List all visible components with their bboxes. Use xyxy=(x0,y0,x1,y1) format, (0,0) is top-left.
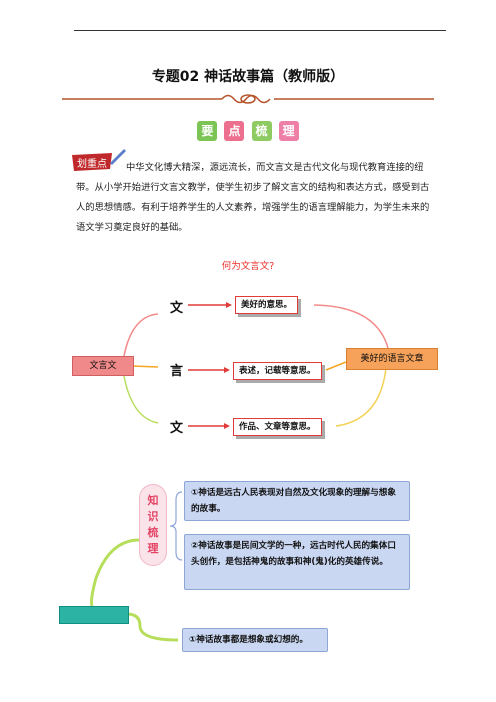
question-heading: 何为文言文? xyxy=(221,261,275,272)
char-yan: 言 xyxy=(170,364,184,379)
knowledge-item-2: ②神话故事是民间文学的一种，远古时代人民的集体口头创作，是包括神鬼的故事和神(鬼… xyxy=(184,534,410,590)
badge-char: 理 xyxy=(278,121,299,141)
wenyanwen-box: 文言文 xyxy=(72,356,134,376)
badge-char: 点 xyxy=(224,121,245,141)
beautiful-language-box: 美好的语言文章 xyxy=(346,348,438,370)
teal-node-box xyxy=(59,606,129,624)
tag-label: 划重点 xyxy=(77,157,107,170)
meaning-box-1: 美好的意思。 xyxy=(235,296,299,314)
key-points-badges: 要 点 梳 理 xyxy=(0,120,496,141)
meaning-box-3: 作品、文章等意思。 xyxy=(233,418,322,436)
badge-char: 要 xyxy=(197,121,218,141)
ornament-divider-icon xyxy=(62,94,434,104)
intro-paragraph: 中华文化博大精深，源远流长，而文言文是古代文化与现代教育连接的纽带。从小学开始进… xyxy=(76,162,430,233)
meaning-box-2: 表述，记载等意思。 xyxy=(233,362,322,380)
highlight-tag-icon: 划重点 xyxy=(72,149,126,171)
knowledge-bottom-item: ①神话故事都是想象或幻想的。 xyxy=(182,628,328,652)
knowledge-label: 知 识 梳 理 xyxy=(139,484,167,566)
char-wen-1: 文 xyxy=(170,301,184,316)
header-rule xyxy=(74,30,446,31)
knowledge-item-1: ①神话是远古人民表现对自然及文化现象的理解与想象的故事。 xyxy=(184,481,410,521)
page-title: 专题02 神话故事篇（教师版） xyxy=(151,69,345,85)
char-wen-2: 文 xyxy=(170,421,184,436)
badge-char: 梳 xyxy=(251,121,272,141)
